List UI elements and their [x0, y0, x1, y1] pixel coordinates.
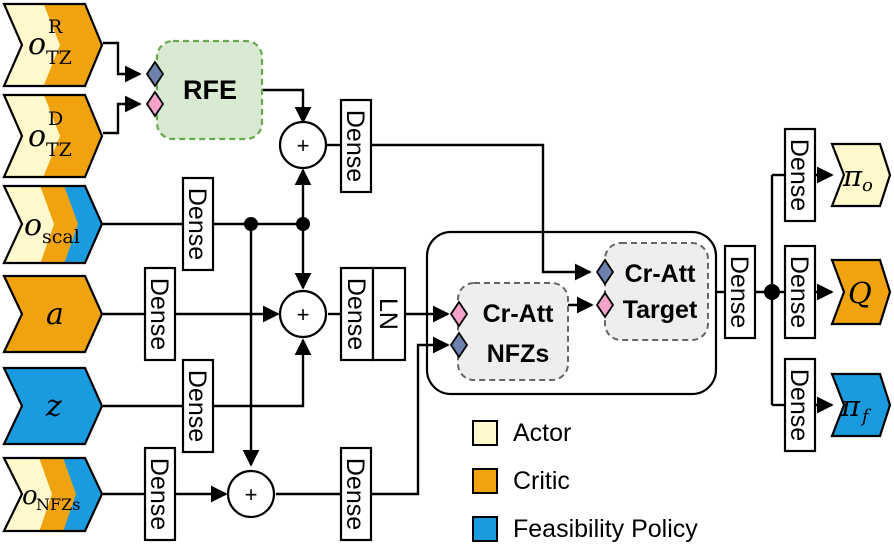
- svg-text:Cr-Att: Cr-Att: [483, 300, 554, 328]
- legend-label-critic: Critic: [513, 467, 570, 495]
- input-o-rtz: o R TZ: [2, 2, 104, 88]
- crossatt-nfzs-block: Cr-Att NFZs: [449, 282, 569, 381]
- svg-text:π: π: [842, 159, 863, 193]
- input-o-dtz: o D TZ: [2, 93, 104, 179]
- legend-swatch-critic: [472, 468, 498, 494]
- dense-rfe: Dense: [339, 98, 373, 194]
- output-pi-o: π o: [830, 142, 892, 208]
- svg-text:LN: LN: [374, 298, 402, 330]
- input-o-dtz-sub: TZ: [46, 139, 72, 161]
- svg-text:Cr-Att: Cr-Att: [625, 260, 696, 288]
- junction-dot: [764, 284, 780, 300]
- input-o-dtz-base: o: [28, 119, 46, 154]
- legend-label-actor: Actor: [513, 419, 571, 447]
- input-a: a: [2, 274, 104, 354]
- svg-text:+: +: [245, 482, 258, 507]
- key-diamond: [595, 291, 615, 319]
- query-diamond: [595, 258, 615, 286]
- legend-label-feasibility: Feasibility Policy: [513, 515, 698, 543]
- input-o-nfzs-sub: NFZs: [36, 495, 80, 514]
- rfe-label: RFE: [183, 75, 237, 105]
- input-o-scal: o scal: [2, 184, 104, 265]
- input-o-nfzs-base: o: [22, 481, 38, 511]
- dense-pi-f: Dense: [783, 357, 817, 453]
- svg-text:Dense: Dense: [145, 278, 173, 350]
- dense-z: Dense: [181, 358, 215, 454]
- input-o-rtz-base: o: [28, 27, 46, 62]
- svg-text:Dense: Dense: [183, 370, 211, 442]
- svg-text:Target: Target: [623, 296, 698, 324]
- svg-text:+: +: [297, 302, 310, 327]
- legend-swatch-actor: [472, 420, 498, 446]
- plus-node-2: +: [278, 289, 328, 339]
- layer-norm: LN: [371, 266, 407, 362]
- query-diamond: [145, 60, 165, 88]
- svg-text:Dense: Dense: [183, 188, 211, 260]
- input-o-rtz-sub: TZ: [46, 47, 72, 69]
- output-q: Q: [830, 258, 892, 326]
- plus-node-3: +: [226, 469, 276, 519]
- legend-swatch-feasibility: [472, 516, 498, 542]
- input-o-dtz-sup: D: [48, 108, 63, 130]
- dense-nfzs-2: Dense: [339, 446, 373, 542]
- dense-q: Dense: [783, 244, 817, 340]
- svg-text:Dense: Dense: [145, 458, 173, 530]
- junction-dot: [296, 217, 310, 231]
- svg-text:Dense: Dense: [785, 256, 813, 328]
- output-pi-f: π f: [830, 372, 892, 438]
- legend: Actor Critic Feasibility Policy: [472, 419, 698, 543]
- dense-nfzs: Dense: [143, 446, 177, 542]
- dense-scal: Dense: [181, 176, 215, 272]
- svg-text:π: π: [840, 389, 861, 423]
- svg-text:Dense: Dense: [342, 278, 370, 350]
- junction-dot: [244, 217, 258, 231]
- rfe-block: RFE: [145, 39, 264, 141]
- svg-text:Dense: Dense: [341, 110, 369, 182]
- svg-text:Dense: Dense: [725, 256, 753, 328]
- svg-text:Dense: Dense: [785, 369, 813, 441]
- dense-pi-o: Dense: [783, 127, 817, 223]
- key-diamond: [145, 90, 165, 118]
- crossatt-target-block: Cr-Att Target: [595, 242, 709, 341]
- input-o-nfzs: o NFZs: [2, 456, 104, 533]
- input-o-scal-sub: scal: [42, 226, 80, 248]
- key-diamond: [449, 300, 469, 328]
- dense-final: Dense: [723, 244, 757, 340]
- svg-text:Q: Q: [848, 276, 872, 310]
- svg-text:+: +: [297, 133, 310, 158]
- attention-container: [425, 230, 718, 396]
- plus-node-1: +: [278, 120, 328, 170]
- input-z-label: z: [45, 389, 62, 424]
- input-z: z: [2, 366, 104, 446]
- svg-text:Dense: Dense: [341, 458, 369, 530]
- input-a-label: a: [46, 297, 64, 332]
- svg-text:o: o: [862, 175, 873, 196]
- query-diamond: [449, 331, 469, 359]
- svg-text:Dense: Dense: [785, 139, 813, 211]
- input-o-rtz-sup: R: [48, 16, 63, 38]
- dense-merge: Dense: [339, 266, 375, 362]
- dense-a: Dense: [143, 266, 177, 362]
- input-o-scal-base: o: [24, 208, 42, 243]
- svg-text:NFZs: NFZs: [487, 340, 550, 368]
